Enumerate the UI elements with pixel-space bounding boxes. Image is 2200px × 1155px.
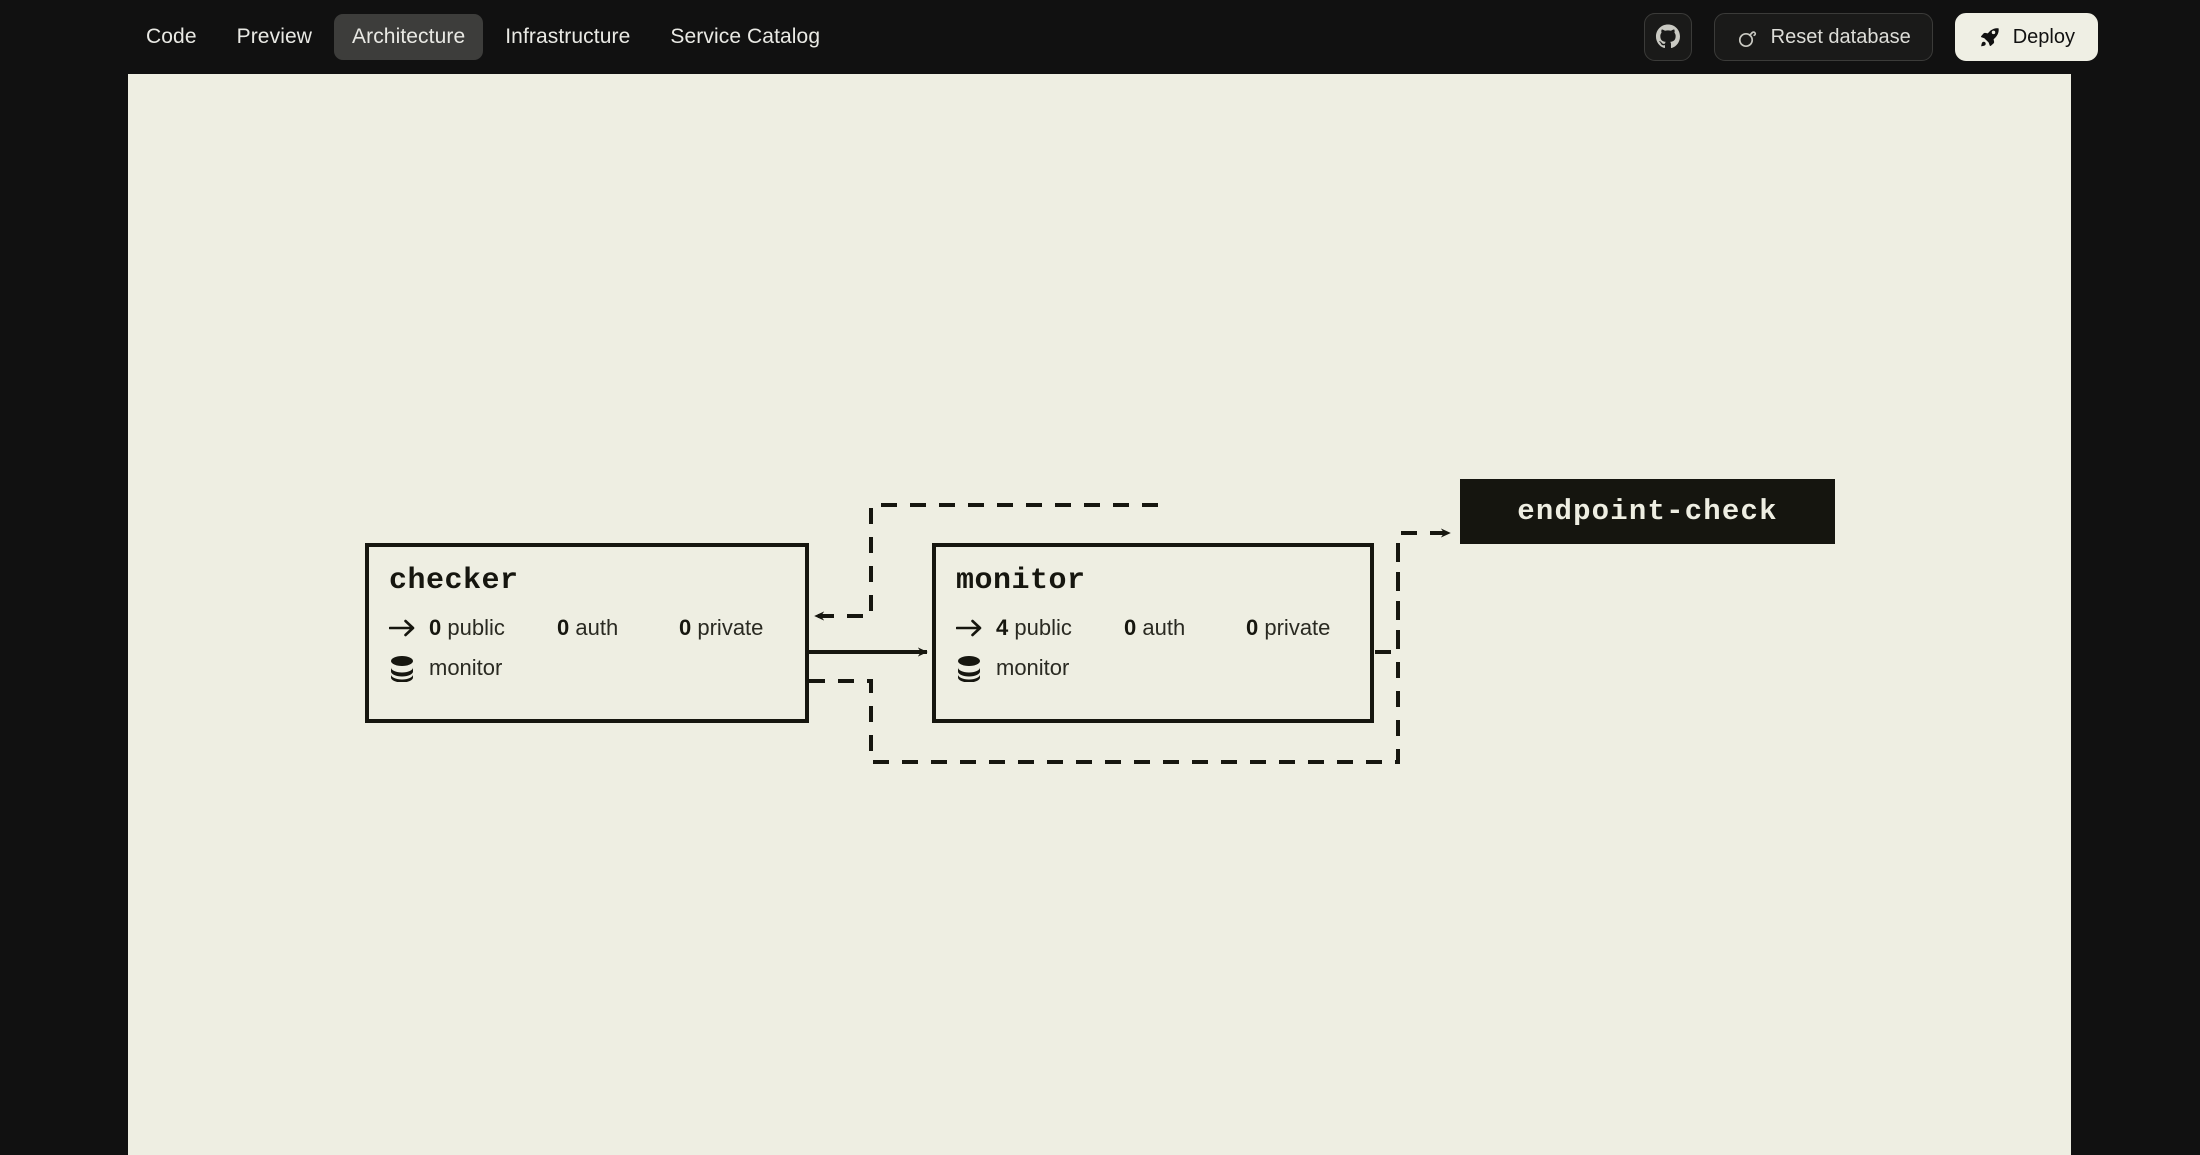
- monitor-auth-stat: 0 auth: [1124, 615, 1186, 640]
- node-checker-resource: monitor: [389, 648, 785, 688]
- monitor-private-stat: 0 private: [1246, 615, 1331, 640]
- badge-endpoint-check[interactable]: endpoint-check: [1460, 479, 1835, 544]
- rocket-icon: [1980, 28, 1999, 47]
- arrow-right-icon: [956, 618, 986, 638]
- reset-database-button[interactable]: Reset database: [1713, 13, 1933, 61]
- node-monitor[interactable]: monitor 4 public 0 auth 0 private monito…: [932, 543, 1374, 723]
- tab-service-catalog[interactable]: Service Catalog: [652, 14, 838, 59]
- github-button[interactable]: [1643, 13, 1692, 61]
- node-checker-endpoints: 0 public 0 auth 0 private: [389, 608, 785, 648]
- tab-code[interactable]: Code: [128, 14, 215, 59]
- monitor-resource-label: monitor: [996, 655, 1070, 680]
- node-monitor-title: monitor: [956, 564, 1086, 598]
- checker-resource-label: monitor: [429, 655, 503, 680]
- deploy-button[interactable]: Deploy: [1954, 13, 2098, 61]
- node-checker-title: checker: [389, 564, 519, 598]
- reset-database-label: Reset database: [1770, 25, 1911, 48]
- edge-checker-to-endpoint-check: [809, 533, 1400, 764]
- bomb-icon: [1738, 31, 1756, 48]
- checker-auth-stat: 0 auth: [557, 615, 619, 640]
- deploy-label: Deploy: [2012, 25, 2075, 48]
- arrow-right-icon: [389, 618, 419, 638]
- edge-monitor-to-endpoint-check: [1375, 528, 1451, 654]
- node-monitor-endpoints: 4 public 0 auth 0 private: [956, 608, 1350, 648]
- checker-public-stat: 0 public: [429, 615, 505, 640]
- database-icon: [389, 654, 419, 682]
- tab-architecture[interactable]: Architecture: [334, 14, 484, 60]
- tab-preview[interactable]: Preview: [219, 14, 330, 59]
- main-nav-tabs: Code Preview Architecture Infrastructure…: [128, 14, 838, 60]
- header-actions: Reset database Deploy: [1643, 0, 2098, 74]
- node-monitor-resource: monitor: [956, 648, 1350, 688]
- database-icon: [956, 654, 986, 682]
- monitor-public-stat: 4 public: [996, 615, 1072, 640]
- architecture-canvas[interactable]: checker 0 public 0 auth 0 private monito…: [128, 74, 2071, 1155]
- tab-infrastructure[interactable]: Infrastructure: [487, 14, 648, 59]
- edge-layer: [809, 503, 1451, 764]
- badge-endpoint-check-label: endpoint-check: [1517, 495, 1778, 528]
- node-checker[interactable]: checker 0 public 0 auth 0 private monito…: [365, 543, 809, 723]
- top-header-bar: Code Preview Architecture Infrastructure…: [0, 0, 2200, 74]
- github-icon: [1655, 24, 1680, 49]
- checker-private-stat: 0 private: [679, 615, 764, 640]
